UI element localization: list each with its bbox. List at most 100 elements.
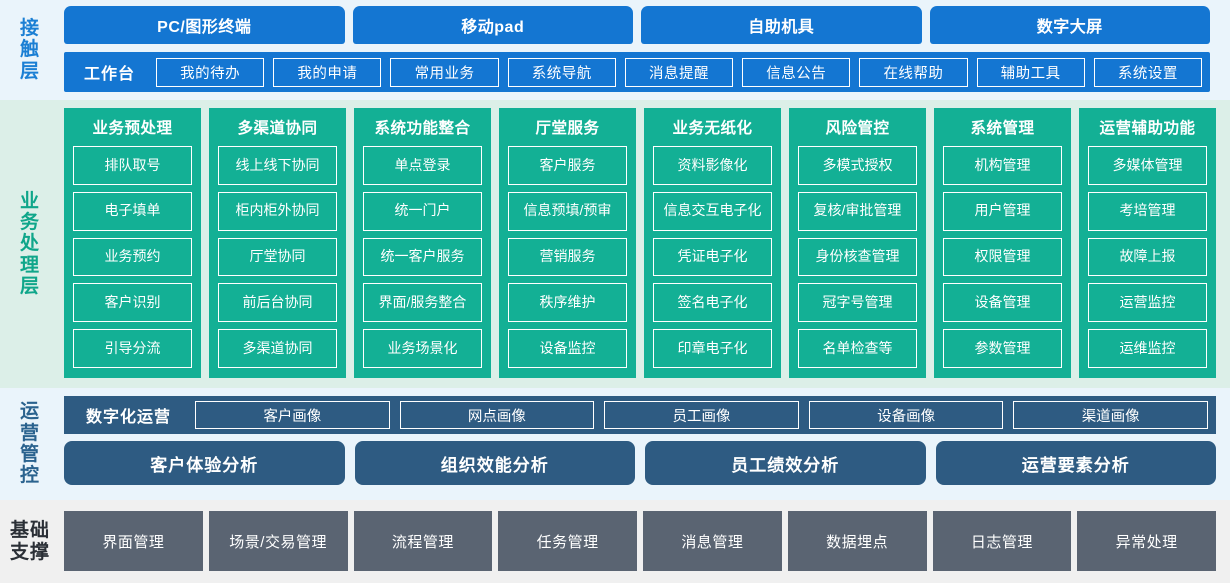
business-item[interactable]: 设备监控 (508, 329, 627, 368)
operations-layer-label-char-3: 管 (19, 444, 40, 465)
business-item[interactable]: 电子填单 (73, 191, 192, 231)
contact-layer-label-char-2: 触 (19, 39, 40, 61)
business-item[interactable]: 前后台协同 (218, 283, 337, 323)
business-item[interactable]: 厅堂协同 (218, 237, 337, 277)
business-item[interactable]: 用户管理 (943, 191, 1062, 231)
business-item[interactable]: 凭证电子化 (653, 237, 772, 277)
portrait-employee[interactable]: 员工画像 (604, 401, 799, 429)
workbench-item-info-announcement[interactable]: 信息公告 (742, 57, 851, 87)
base-item-process-management[interactable]: 流程管理 (353, 511, 493, 571)
business-item[interactable]: 信息预填/预审 (508, 191, 627, 231)
analysis-customer-experience[interactable]: 客户体验分析 (64, 441, 345, 485)
business-item[interactable]: 机构管理 (943, 146, 1062, 185)
business-item[interactable]: 排队取号 (73, 146, 192, 185)
business-item[interactable]: 故障上报 (1088, 237, 1207, 277)
business-item[interactable]: 引导分流 (73, 329, 192, 368)
business-item[interactable]: 客户识别 (73, 283, 192, 323)
workbench-item-auxiliary-tools[interactable]: 辅助工具 (976, 57, 1085, 87)
business-column-system-integration: 系统功能整合 单点登录 统一门户 统一客户服务 界面/服务整合 业务场景化 (354, 108, 491, 378)
business-item[interactable]: 运维监控 (1088, 329, 1207, 368)
operations-layer-band: 运 营 管 控 数字化运营 客户画像 网点画像 员工画像 设备画像 渠道画像 客… (0, 388, 1230, 500)
business-item[interactable]: 参数管理 (943, 329, 1062, 368)
business-column-items: 客户服务 信息预填/预审 营销服务 秩序维护 设备监控 (508, 146, 627, 368)
channel-button-pc[interactable]: PC/图形终端 (64, 6, 345, 44)
portrait-channel[interactable]: 渠道画像 (1013, 401, 1208, 429)
base-item-log-management[interactable]: 日志管理 (932, 511, 1072, 571)
channel-button-self-service[interactable]: 自助机具 (641, 6, 922, 44)
business-column-risk-control: 风险管控 多模式授权 复核/审批管理 身份核查管理 冠字号管理 名单检查等 (789, 108, 926, 378)
workbench-item-my-application[interactable]: 我的申请 (273, 57, 382, 87)
business-column-items: 多媒体管理 考培管理 故障上报 运营监控 运维监控 (1088, 146, 1207, 368)
business-item[interactable]: 线上线下协同 (218, 146, 337, 185)
base-item-exception-handling[interactable]: 异常处理 (1077, 511, 1216, 571)
business-item[interactable]: 柜内柜外协同 (218, 191, 337, 231)
workbench-item-message-reminder[interactable]: 消息提醒 (624, 57, 734, 87)
business-item[interactable]: 冠字号管理 (798, 283, 917, 323)
business-item[interactable]: 界面/服务整合 (363, 283, 482, 323)
base-support-label: 基础 支撑 (0, 500, 60, 583)
base-support-band: 基础 支撑 界面管理 场景/交易管理 流程管理 任务管理 消息管理 数据埋点 日… (0, 500, 1230, 583)
business-layer-label: 业 务 处 理 层 (0, 100, 60, 388)
business-item[interactable]: 客户服务 (508, 146, 627, 185)
business-item[interactable]: 资料影像化 (653, 146, 772, 185)
business-column-items: 单点登录 统一门户 统一客户服务 界面/服务整合 业务场景化 (363, 146, 482, 368)
business-layer-label-char-3: 处 (19, 233, 40, 255)
workbench-item-system-navigation[interactable]: 系统导航 (507, 57, 616, 87)
base-item-data-tracking[interactable]: 数据埋点 (787, 511, 927, 571)
business-layer-band: 业 务 处 理 层 业务预处理 排队取号 电子填单 业务预约 客户识别 引导分流 (0, 100, 1230, 388)
portrait-customer[interactable]: 客户画像 (195, 401, 390, 429)
business-item[interactable]: 名单检查等 (798, 329, 917, 368)
business-layer-label-char-4: 理 (19, 254, 40, 276)
digital-operations-row: 数字化运营 客户画像 网点画像 员工画像 设备画像 渠道画像 (64, 396, 1216, 434)
business-item[interactable]: 多渠道协同 (218, 329, 337, 368)
business-item[interactable]: 营销服务 (508, 237, 627, 277)
analysis-organization-efficiency[interactable]: 组织效能分析 (354, 441, 635, 485)
analysis-row: 客户体验分析 组织效能分析 员工绩效分析 运营要素分析 (64, 441, 1216, 485)
business-item[interactable]: 复核/审批管理 (798, 191, 917, 231)
business-column-operation-support: 运营辅助功能 多媒体管理 考培管理 故障上报 运营监控 运维监控 (1079, 108, 1216, 378)
business-column-title: 多渠道协同 (237, 120, 318, 137)
business-item[interactable]: 运营监控 (1088, 283, 1207, 323)
analysis-employee-performance[interactable]: 员工绩效分析 (645, 441, 926, 485)
business-item[interactable]: 签名电子化 (653, 283, 772, 323)
business-item[interactable]: 多模式授权 (798, 146, 917, 185)
business-item[interactable]: 业务场景化 (363, 329, 482, 368)
workbench-item-my-todo[interactable]: 我的待办 (156, 57, 265, 87)
business-item[interactable]: 权限管理 (943, 237, 1062, 277)
base-item-ui-management[interactable]: 界面管理 (64, 511, 203, 571)
analysis-operation-factors[interactable]: 运营要素分析 (935, 441, 1216, 485)
business-item[interactable]: 信息交互电子化 (653, 191, 772, 231)
base-item-task-management[interactable]: 任务管理 (498, 511, 637, 571)
portrait-branch[interactable]: 网点画像 (399, 401, 595, 429)
business-item[interactable]: 统一客户服务 (363, 237, 482, 277)
business-item[interactable]: 考培管理 (1088, 191, 1207, 231)
base-support-label-line-2: 支撑 (9, 541, 50, 563)
business-column-paperless: 业务无纸化 资料影像化 信息交互电子化 凭证电子化 签名电子化 印章电子化 (644, 108, 781, 378)
operations-layer-label: 运 营 管 控 (0, 388, 60, 500)
business-column-title: 系统管理 (970, 120, 1035, 137)
business-item[interactable]: 秩序维护 (508, 283, 627, 323)
base-item-message-management[interactable]: 消息管理 (643, 511, 782, 571)
channel-row: PC/图形终端 移动pad 自助机具 数字大屏 (60, 6, 1224, 44)
base-item-scenario-transaction-management[interactable]: 场景/交易管理 (208, 511, 348, 571)
portrait-device[interactable]: 设备画像 (808, 401, 1004, 429)
workbench-item-online-help[interactable]: 在线帮助 (859, 57, 968, 87)
business-item[interactable]: 设备管理 (943, 283, 1062, 323)
business-item[interactable]: 业务预约 (73, 237, 192, 277)
business-column-title: 运营辅助功能 (1099, 120, 1196, 137)
business-item[interactable]: 单点登录 (363, 146, 482, 185)
base-support-body: 界面管理 场景/交易管理 流程管理 任务管理 消息管理 数据埋点 日志管理 异常… (60, 500, 1230, 583)
business-column-items: 排队取号 电子填单 业务预约 客户识别 引导分流 (73, 146, 192, 368)
operations-layer-label-char-4: 控 (19, 465, 40, 487)
channel-button-digital-screen[interactable]: 数字大屏 (929, 6, 1210, 44)
business-column-lobby-service: 厅堂服务 客户服务 信息预填/预审 营销服务 秩序维护 设备监控 (499, 108, 636, 378)
business-item[interactable]: 多媒体管理 (1088, 146, 1207, 185)
business-item[interactable]: 身份核查管理 (798, 237, 917, 277)
workbench-item-system-settings[interactable]: 系统设置 (1093, 57, 1202, 87)
business-item[interactable]: 统一门户 (363, 191, 482, 231)
channel-button-mobile-pad[interactable]: 移动pad (352, 6, 633, 44)
business-layer-label-char-1: 业 (19, 190, 40, 212)
business-item[interactable]: 印章电子化 (653, 329, 772, 368)
workbench-item-common-business[interactable]: 常用业务 (390, 57, 499, 87)
contact-layer-band: 接 触 层 PC/图形终端 移动pad 自助机具 数字大屏 工作台 我的待办 我… (0, 0, 1230, 100)
